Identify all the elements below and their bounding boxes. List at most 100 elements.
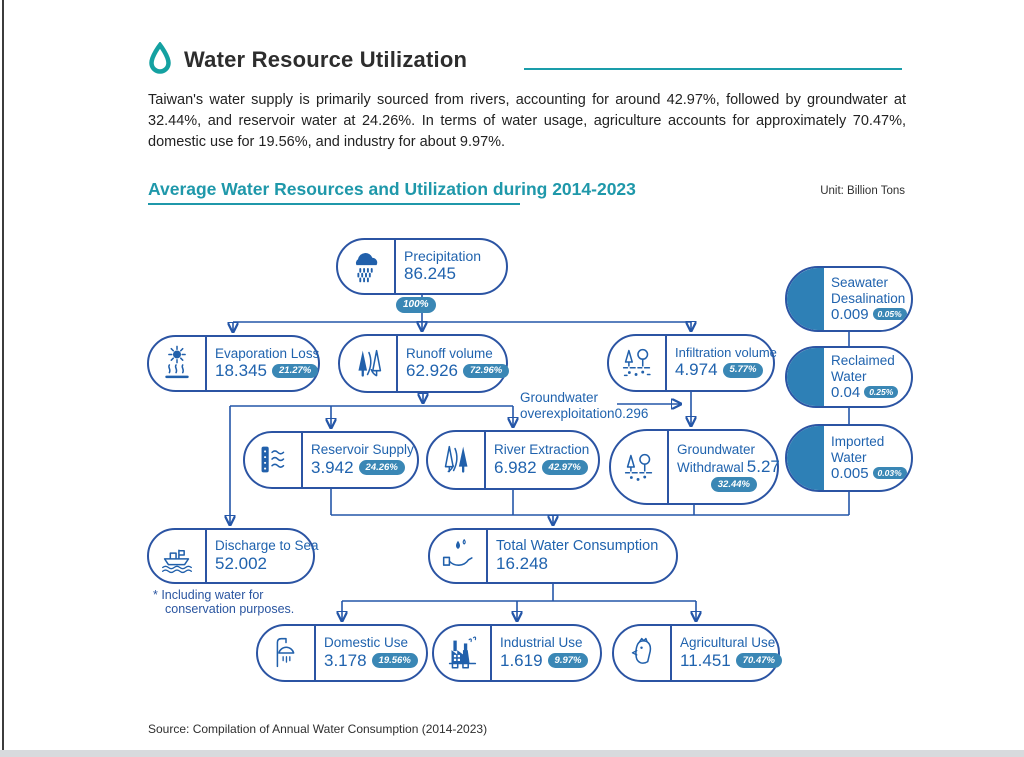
node-value: 0.005 [831,464,869,482]
node-value: 86.245 [404,264,456,284]
header-rule [524,68,902,70]
node-badge: 21.27% [272,363,319,379]
filled-cap [787,426,824,490]
node-badge: 5.77% [722,362,764,378]
node-value: 4.974 [675,360,718,380]
node-value: 3.178 [324,650,367,670]
node-text: Domestic Use 3.178 19.56% [316,626,426,680]
label-line: overexploitation [520,405,615,421]
node-label: Total Water Consumption [496,537,659,554]
node-badge: 70.47% [735,653,782,668]
node-label: Groundwater [677,442,756,457]
node-text: Runoff volume 62.926 72.96% [398,336,510,391]
node-label: Precipitation [404,247,482,264]
node-value: 5.27 [746,457,780,477]
forest-stream-icon [340,336,398,391]
groundwater-overexploitation-label: Groundwater overexploitation0.296 [520,390,648,421]
node-text: Industrial Use 1.619 9.97% [492,626,600,680]
node-value: 6.982 [494,457,537,477]
node-value: 0.04 [831,383,861,401]
node-badge: 0.25% [864,385,899,399]
node-badge: 24.26% [358,460,405,475]
node-label: River Extraction [494,442,590,458]
groundwater-trees-icon [611,431,669,503]
node-label: Seawater Desalination [831,275,906,306]
hand-water-icon [430,530,488,582]
page-title: Water Resource Utilization [184,47,468,72]
filled-cap [787,268,824,330]
node-value: 62.926 [406,361,458,381]
node-industrial-use: Industrial Use 1.619 9.97% [432,624,602,682]
node-label: Imported Water [831,434,885,465]
ship-icon [149,530,207,582]
node-label: Domestic Use [324,635,409,651]
infiltration-trees-icon [609,336,667,390]
node-text: Evaporation Loss 18.345 21.27% [207,337,320,390]
node-label: Industrial Use [500,635,583,651]
node-text: River Extraction 6.982 42.97% [486,432,598,488]
node-domestic-use: Domestic Use 3.178 19.56% [256,624,428,682]
node-evaporation-loss: Evaporation Loss 18.345 21.27% [147,335,320,392]
node-river-extraction: River Extraction 6.982 42.97% [426,430,600,490]
node-badge: 0.05% [872,307,907,321]
page-bottom-strip [0,750,1024,757]
rain-cloud-icon [338,240,396,293]
node-text: Agricultural Use 11.451 70.47% [672,626,782,680]
node-label: Reclaimed Water [831,353,895,384]
node-label: Agricultural Use [680,635,776,651]
node-label: Runoff volume [406,345,493,361]
node-runoff-volume: Runoff volume 62.926 72.96% [338,334,510,393]
water-drop-icon [149,42,171,74]
node-text: Total Water Consumption 16.248 [488,530,676,582]
node-label: Evaporation Loss [215,345,320,361]
label-line: Groundwater [520,390,599,405]
node-label: Discharge to Sea [215,538,319,554]
node-value: 1.619 [500,650,543,670]
node-value: 11.451 [680,650,731,670]
node-total-water-consumption: Total Water Consumption 16.248 [428,528,678,584]
node-value: 18.345 [215,361,267,381]
unit-label: Unit: Billion Tons [820,185,905,197]
node-value: 3.942 [311,457,354,477]
node-badge: 0.03% [872,466,907,480]
label-value: 0.296 [614,405,649,421]
node-badge: 9.97% [547,653,589,668]
node-badge: 32.44% [710,477,757,492]
node-badge: 42.97% [541,460,588,475]
shower-icon [258,626,316,680]
precipitation-badge: 100% [396,297,436,313]
sun-evaporation-icon [149,337,207,390]
node-text: Discharge to Sea 52.002 [207,530,319,582]
river-trees-icon [428,432,486,488]
section-title: Average Water Resources and Utilization … [148,179,636,199]
section-title-underline [148,203,520,205]
node-discharge-to-sea: Discharge to Sea 52.002 [147,528,319,584]
reservoir-dam-icon [245,433,303,487]
node-value: 16.248 [496,554,548,574]
node-badge: 72.96% [463,363,510,379]
factory-icon [434,626,492,680]
chicken-icon [614,626,672,680]
node-value: 52.002 [215,553,267,573]
source-line: Source: Compilation of Annual Water Cons… [148,722,488,736]
node-label-line2: Withdrawal [677,459,744,475]
node-value: 0.009 [831,305,869,323]
node-precipitation: Precipitation 86.245 [336,238,508,295]
node-agricultural-use: Agricultural Use 11.451 70.47% [612,624,782,682]
filled-cap [787,348,824,406]
discharge-note: * Including water for conservation purpo… [153,588,295,617]
node-badge: 19.56% [371,653,418,668]
